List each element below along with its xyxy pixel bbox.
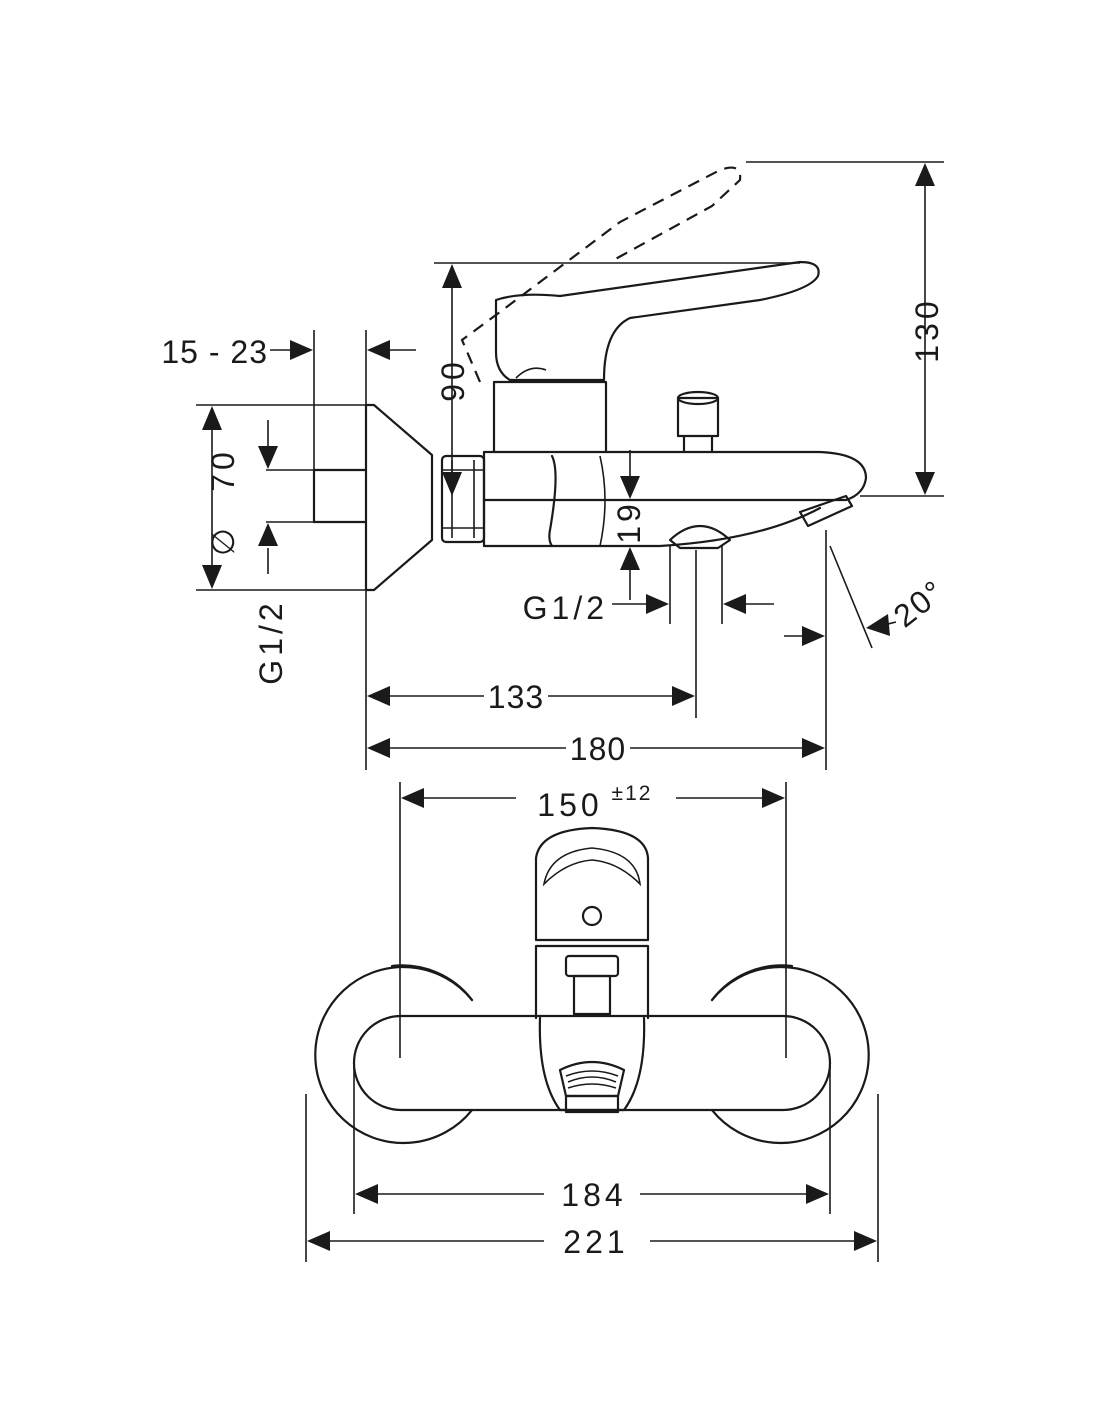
lever-handle	[494, 260, 820, 382]
dim-15-23: 15 - 23	[161, 334, 268, 370]
cartridge-housing	[492, 380, 608, 454]
side-view: 130 90 15 - 23 70 ∅ G1/2 19 G1/2	[161, 161, 952, 770]
dim-diameter-symbol: ∅	[205, 524, 241, 556]
cartridge-front	[534, 944, 650, 1020]
dim-130: 130	[909, 297, 945, 362]
dim-150-tolerance: ±12	[612, 782, 653, 805]
dim-19: 19	[611, 500, 647, 544]
coupling-nut	[440, 454, 486, 544]
body-highlight	[599, 455, 606, 547]
dim-133: 133	[488, 679, 544, 715]
inlet-stub	[312, 468, 368, 524]
left-escutcheon	[314, 965, 474, 1145]
index-button	[581, 905, 603, 927]
diverter-knob	[676, 396, 720, 454]
body-sleeve	[548, 454, 557, 548]
mixer-body	[482, 450, 868, 502]
dim-184: 184	[561, 1177, 626, 1213]
dim-g12-left: G1/2	[253, 599, 289, 684]
aerator	[558, 1060, 626, 1098]
dim-221: 221	[563, 1224, 628, 1260]
diverter-knob-front	[564, 954, 620, 978]
spout-underside	[482, 498, 822, 548]
dim-70: 70	[205, 448, 241, 492]
right-escutcheon	[710, 965, 870, 1145]
shower-outlet	[668, 525, 732, 550]
dim-90: 90	[435, 358, 471, 402]
front-view: 150 ±12 184 221	[305, 782, 879, 1262]
lever-raised-position	[460, 166, 742, 383]
dim-180: 180	[570, 731, 626, 767]
spout-front	[538, 1016, 646, 1112]
dim-150: 150	[537, 787, 602, 823]
wall-flange	[364, 403, 434, 592]
lever-front	[534, 826, 650, 942]
dim-g12-bottom: G1/2	[523, 590, 608, 626]
dim-angle-20: 20°	[887, 572, 952, 634]
spout-outlet	[798, 494, 854, 528]
